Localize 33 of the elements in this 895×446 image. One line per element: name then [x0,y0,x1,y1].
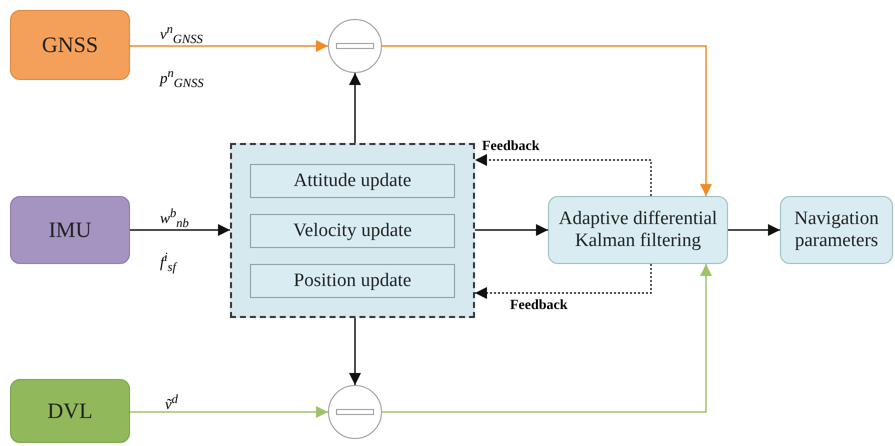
arrow [382,264,712,413]
node-label: GNSS [42,32,98,58]
gnss-box [10,10,130,80]
node-label: Position update [294,270,412,292]
feedback-label: Feedback [482,139,540,155]
arrow [130,406,328,418]
edge-label: ṽ$^{d}$ [165,391,179,415]
filter-box [548,196,728,264]
node-label: Adaptive differential Kalman filtering [558,208,718,252]
arrow [728,224,780,236]
node-label: DVL [47,398,93,424]
arrow [130,224,230,236]
arrow [349,318,361,385]
arrow [475,264,652,299]
arrow [475,154,652,196]
arrow [349,73,361,143]
update-box [250,214,455,248]
node-label: IMU [48,217,92,243]
dvl-box [10,379,130,443]
dashed-group-box [230,143,475,318]
arrow [475,224,548,236]
feedback-label: Feedback [510,298,568,314]
update-box [250,264,455,298]
update-box [250,164,455,198]
node-label: Attitude update [294,170,412,192]
output-box [780,196,893,264]
imu-box [10,196,130,264]
arrow [382,45,712,196]
node-label: Velocity update [293,220,412,242]
subtractor-circle [328,385,382,439]
node-label: Navigation parameters [793,208,880,252]
subtractor-circle [328,19,382,73]
arrow [130,40,328,52]
